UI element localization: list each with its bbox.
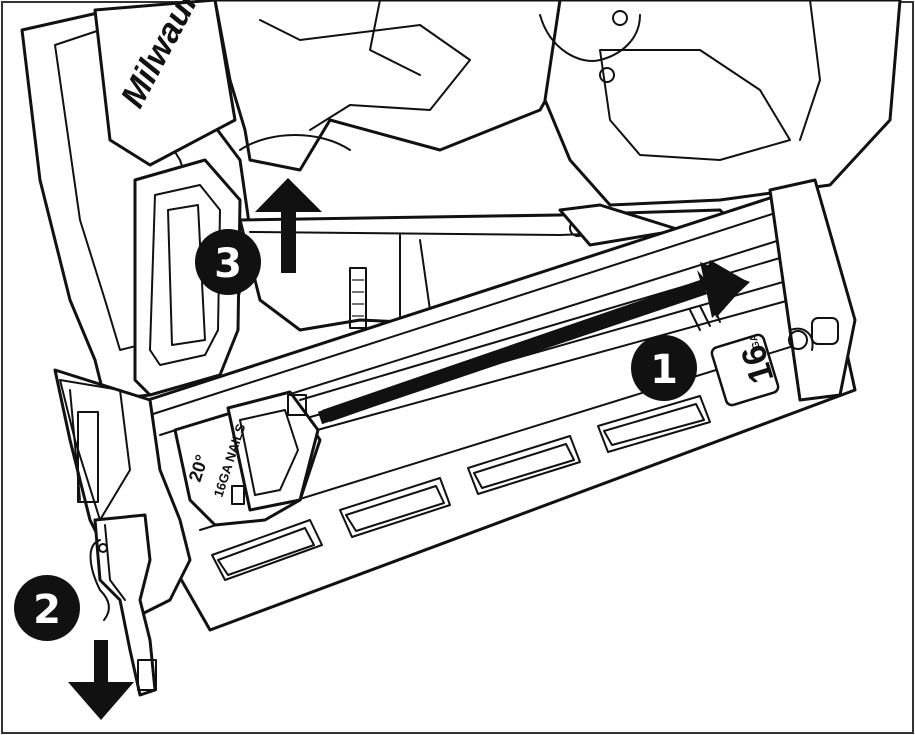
arrow-2 bbox=[68, 640, 134, 720]
step-badge-3-number: 3 bbox=[214, 241, 242, 287]
step-badge-1: 1 bbox=[631, 335, 697, 401]
nose-assembly bbox=[53, 368, 192, 697]
gauge-badge-small: GA bbox=[748, 333, 763, 351]
arrow-1 bbox=[317, 260, 750, 425]
step-badge-2: 2 bbox=[14, 575, 80, 641]
step-badge-3: 3 bbox=[195, 229, 261, 295]
step-badge-2-number: 2 bbox=[33, 587, 61, 633]
step-badge-1-number: 1 bbox=[650, 347, 678, 393]
follower: 20° 16GA NAILS bbox=[173, 390, 322, 527]
arrow-3 bbox=[255, 178, 322, 273]
